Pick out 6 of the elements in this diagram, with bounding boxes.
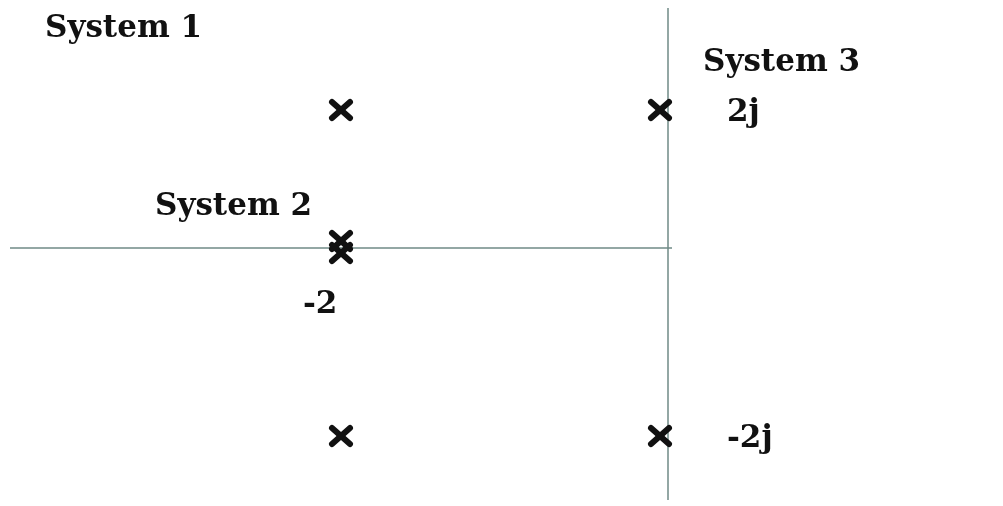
value-label: 2j: [727, 92, 760, 128]
system-label: System 2: [155, 186, 313, 222]
system-label: System 1: [45, 8, 203, 44]
value-label: -2j: [727, 418, 773, 454]
system-label: System 3: [703, 42, 861, 78]
value-label: -2: [303, 284, 338, 320]
